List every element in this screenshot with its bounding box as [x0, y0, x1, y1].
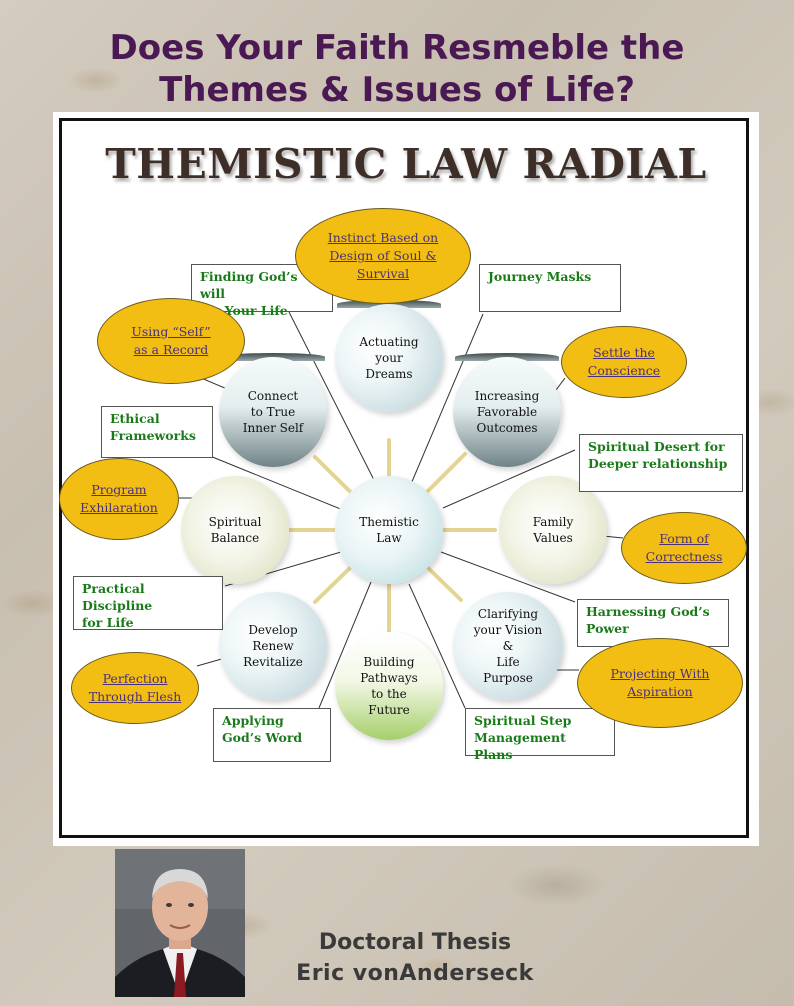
- box-harnessing-power: Harnessing God’s Power: [577, 599, 729, 647]
- line-applying: [318, 581, 372, 709]
- circle-develop-renew: Develop Renew Revitalize: [219, 592, 327, 700]
- oval-settle-conscience: Settle the Conscience: [561, 326, 687, 398]
- page-title-line-1: Does Your Faith Resmeble the: [109, 28, 685, 68]
- circle-clarifying-vision: Clarifying your Vision & Life Purpose: [453, 592, 563, 700]
- circle-connect-inner-self: Connect to True Inner Self: [219, 357, 327, 467]
- page-title-line-2: Themes & Issues of Life?: [159, 70, 635, 110]
- box-ethical-frameworks: Ethical Frameworks: [101, 406, 213, 458]
- circle-actuating-dreams: Actuating your Dreams: [335, 304, 443, 412]
- box-practical-discipline: Practical Discipline for Life: [73, 576, 223, 630]
- oval-using-self: Using “Self” as a Record: [97, 298, 245, 384]
- oval-instinct-based: Instinct Based on Design of Soul & Survi…: [295, 208, 471, 304]
- diagram-panel: THEMISTIC LAW RADIAL Actuating your Drea…: [53, 112, 759, 846]
- author-name: Eric vonAnderseck: [296, 961, 534, 986]
- author-photo: [115, 849, 245, 997]
- oval-form-correctness: Form of Correctness: [621, 512, 747, 584]
- circle-spiritual-balance: Spiritual Balance: [181, 476, 289, 584]
- line-finding: [288, 311, 376, 483]
- line-ethical: [204, 453, 344, 511]
- thesis-label: Doctoral Thesis: [318, 930, 512, 955]
- circle-themistic-law: Themistic Law: [335, 476, 443, 584]
- line-harnessing: [440, 551, 576, 603]
- circle-family-values: Family Values: [499, 476, 607, 584]
- box-spiritual-desert: Spiritual Desert for Deeper relationship: [579, 434, 743, 492]
- line-journey: [410, 313, 484, 485]
- circle-increasing-outcomes: Increasing Favorable Outcomes: [453, 357, 561, 467]
- oval-projecting-aspiration: Projecting With Aspiration: [577, 638, 743, 728]
- diagram-border: [59, 118, 749, 838]
- box-applying-word: Applying God’s Word: [213, 708, 331, 762]
- oval-perfection-flesh: Perfection Through Flesh: [71, 652, 199, 724]
- line-step: [408, 583, 466, 709]
- diagram-heading: THEMISTIC LAW RADIAL: [105, 140, 707, 188]
- circle-building-pathways: Building Pathways to the Future: [335, 632, 443, 740]
- line-desert: [442, 449, 576, 509]
- box-spiritual-step: Spiritual Step Management Plans: [465, 708, 615, 762]
- oval-program-exhilaration: Program Exhilaration: [59, 458, 179, 540]
- author-portrait: [115, 849, 245, 997]
- box-journey-masks: Journey Masks: [479, 264, 621, 312]
